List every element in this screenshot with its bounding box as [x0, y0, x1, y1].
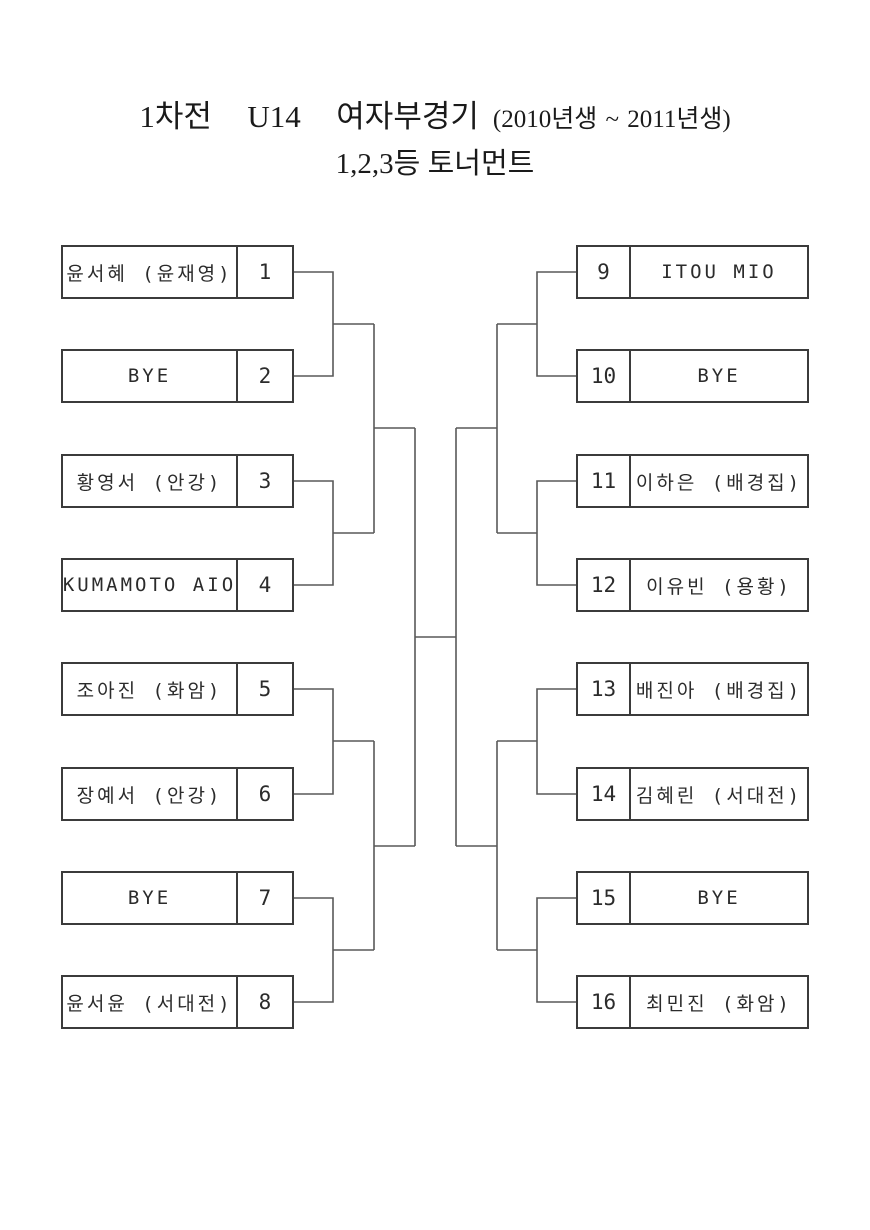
player-name: 최민진 (화암)	[646, 992, 792, 1015]
bracket-slot-4: KUMAMOTO AIO 4	[61, 558, 294, 612]
seed-number: 9	[578, 247, 631, 297]
seed-number: 8	[236, 977, 292, 1027]
bracket-slot-2: BYE 2	[61, 349, 294, 403]
player-name: BYE	[697, 887, 741, 909]
seed-number: 7	[236, 873, 292, 923]
bracket-slot-16: 16 최민진 (화암)	[576, 975, 809, 1029]
title-main: 1차전 U14 여자부경기	[139, 99, 479, 134]
seed-number: 5	[236, 664, 292, 714]
title-line-2: 1,2,3등 토너먼트	[335, 148, 535, 180]
seed-number: 1	[236, 247, 292, 297]
player-name: 윤서혜 (윤재영)	[66, 262, 233, 285]
player-name: 조아진 (화암)	[76, 679, 223, 702]
bracket-slot-9: 9 ITOU MIO	[576, 245, 809, 299]
seed-number: 6	[236, 769, 292, 819]
player-name: BYE	[127, 887, 172, 909]
player-name: ITOU MIO	[661, 261, 777, 283]
seed-number: 16	[578, 977, 631, 1027]
player-name: 윤서윤 (서대전)	[66, 992, 233, 1015]
player-name: 황영서 (안강)	[76, 471, 223, 494]
seed-number: 2	[236, 351, 292, 401]
match-1-2-connector	[294, 271, 334, 377]
bracket-slot-10: 10 BYE	[576, 349, 809, 403]
match-7-8-connector	[294, 897, 334, 1003]
bracket-slot-7: BYE 7	[61, 871, 294, 925]
seed-number: 13	[578, 664, 631, 714]
seed-number: 15	[578, 873, 631, 923]
match-13-14-connector	[536, 688, 576, 795]
match-15-16-connector	[536, 897, 576, 1003]
match-5-6-connector	[294, 688, 334, 795]
bracket-slot-5: 조아진 (화암) 5	[61, 662, 294, 716]
seed-number: 14	[578, 769, 631, 819]
title-birth-years: (2010년생 ~ 2011년생)	[492, 106, 731, 133]
seed-number: 4	[236, 560, 292, 610]
bracket-slot-13: 13 배진아 (배경집)	[576, 662, 809, 716]
seed-number: 3	[236, 456, 292, 506]
player-name: BYE	[697, 365, 741, 387]
player-name: 이유빈 (용황)	[646, 575, 792, 598]
bracket-slot-14: 14 김혜린 (서대전)	[576, 767, 809, 821]
bracket-slot-11: 11 이하은 (배경집)	[576, 454, 809, 508]
player-name: 이하은 (배경집)	[635, 471, 803, 494]
title-line-1: 1차전 U14 여자부경기 (2010년생 ~ 2011년생)	[0, 96, 870, 141]
bracket-slot-3: 황영서 (안강) 3	[61, 454, 294, 508]
player-name: BYE	[127, 365, 172, 387]
player-name: KUMAMOTO AIO	[63, 574, 236, 596]
page-title: 1차전 U14 여자부경기 (2010년생 ~ 2011년생) 1,2,3등 토너…	[0, 96, 870, 184]
seed-number: 11	[578, 456, 631, 506]
bracket-slot-12: 12 이유빈 (용황)	[576, 558, 809, 612]
bracket-slot-1: 윤서혜 (윤재영) 1	[61, 245, 294, 299]
player-name: 장예서 (안강)	[76, 784, 223, 807]
match-11-12-connector	[536, 480, 576, 586]
seed-number: 12	[578, 560, 631, 610]
bracket-slot-6: 장예서 (안강) 6	[61, 767, 294, 821]
player-name: 배진아 (배경집)	[635, 679, 803, 702]
player-name: 김혜린 (서대전)	[635, 784, 803, 807]
match-9-10-connector	[536, 271, 576, 377]
seed-number: 10	[578, 351, 631, 401]
bracket-slot-15: 15 BYE	[576, 871, 809, 925]
match-3-4-connector	[294, 480, 334, 586]
bracket-slot-8: 윤서윤 (서대전) 8	[61, 975, 294, 1029]
